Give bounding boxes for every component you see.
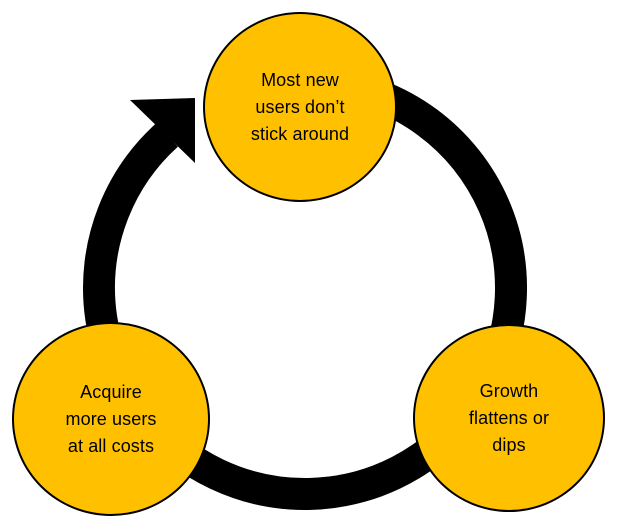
node-label-line: at all costs: [67, 435, 155, 456]
node-label-line: Growth: [479, 380, 539, 401]
node-retention: Most new users don’t stick around: [203, 12, 397, 202]
node-label-line: stick around: [250, 123, 350, 144]
node-retention-label: Most new users don’t stick around: [251, 67, 349, 148]
node-growth: Growth flattens or dips: [413, 324, 605, 512]
node-label-line: more users: [65, 408, 157, 429]
node-acquisition-label: Acquire more users at all costs: [65, 379, 156, 460]
node-label-line: dips: [492, 434, 526, 455]
node-label-line: users don’t: [255, 96, 345, 117]
node-growth-label: Growth flattens or dips: [469, 378, 549, 459]
node-label-line: flattens or: [468, 407, 550, 428]
node-acquisition: Acquire more users at all costs: [12, 322, 210, 516]
node-label-line: Most new: [261, 69, 339, 90]
cycle-arc: [83, 66, 527, 510]
cycle-arrowhead: [130, 98, 195, 163]
node-label-line: Acquire: [80, 381, 142, 402]
